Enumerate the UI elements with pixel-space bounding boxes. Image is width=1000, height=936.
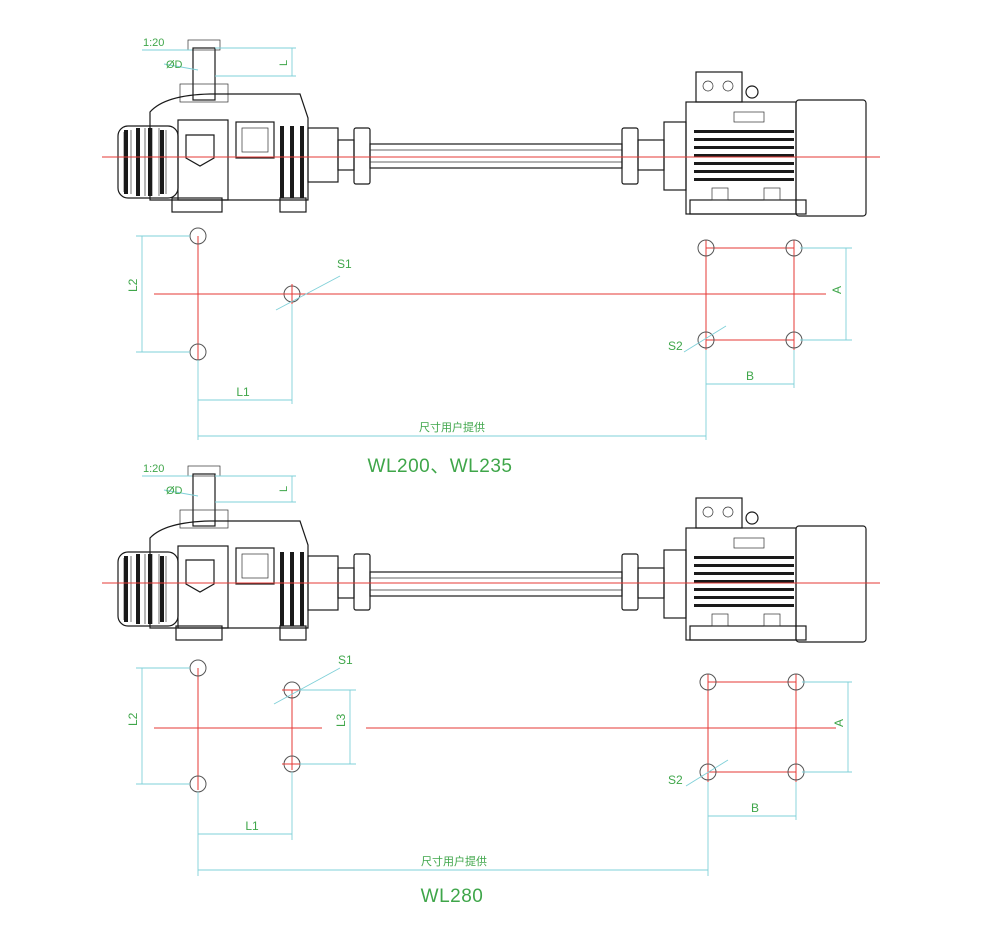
anchor-hole bbox=[697, 331, 715, 349]
taper-label: 1:20 bbox=[143, 463, 164, 475]
dim-b-label: B bbox=[751, 801, 759, 815]
assembly-wl200-wl235: 1:20 ØD L L2 bbox=[102, 37, 880, 477]
shaft-length-label: L bbox=[278, 486, 290, 492]
hole-s2-label: S2 bbox=[668, 773, 683, 787]
coupling-shaft-top bbox=[353, 127, 665, 185]
hole-s1-label: S1 bbox=[337, 257, 352, 271]
electric-motor-bottom bbox=[663, 497, 867, 643]
dim-a-label: A bbox=[830, 286, 844, 294]
diagram-title-top: WL200、WL235 bbox=[368, 456, 513, 477]
dim-l2-label: L2 bbox=[126, 712, 140, 726]
user-supplied-label: 尺寸用户提供 bbox=[421, 854, 487, 868]
foundation-plan-bottom: L2 L3 L1 S1 S2 A B bbox=[126, 653, 852, 876]
dim-l3-label: L3 bbox=[334, 713, 348, 727]
foundation-plan-top: L2 L1 S1 S2 A B 尺寸用户提供 bbox=[126, 227, 852, 440]
shaft-length-label: L bbox=[278, 60, 290, 66]
assembly-wl280: 1:20 ØD L bbox=[102, 463, 880, 907]
vacuum-pump-bottom bbox=[117, 465, 355, 641]
vacuum-pump-top bbox=[117, 39, 355, 213]
dim-a-label: A bbox=[832, 719, 846, 727]
hole-s1-label: S1 bbox=[338, 653, 353, 667]
anchor-hole bbox=[697, 239, 715, 257]
anchor-hole bbox=[699, 763, 717, 781]
coupling-shaft-bottom bbox=[353, 553, 665, 611]
hole-s2-label: S2 bbox=[668, 339, 683, 353]
dim-b-label: B bbox=[746, 369, 754, 383]
dim-l1-label: L1 bbox=[245, 819, 259, 833]
user-supplied-label: 尺寸用户提供 bbox=[419, 420, 485, 434]
anchor-hole bbox=[699, 673, 717, 691]
electric-motor-top bbox=[663, 71, 867, 217]
dim-l1-label: L1 bbox=[236, 385, 250, 399]
shaft-dims-bottom: 1:20 ØD L bbox=[142, 463, 296, 503]
shaft-diameter-label: ØD bbox=[166, 59, 183, 71]
dim-l2-label: L2 bbox=[126, 278, 140, 292]
diagram-title-bottom: WL280 bbox=[421, 886, 484, 907]
shaft-diameter-label: ØD bbox=[166, 485, 183, 497]
shaft-dims-top: 1:20 ØD L bbox=[142, 37, 296, 77]
taper-label: 1:20 bbox=[143, 37, 164, 49]
